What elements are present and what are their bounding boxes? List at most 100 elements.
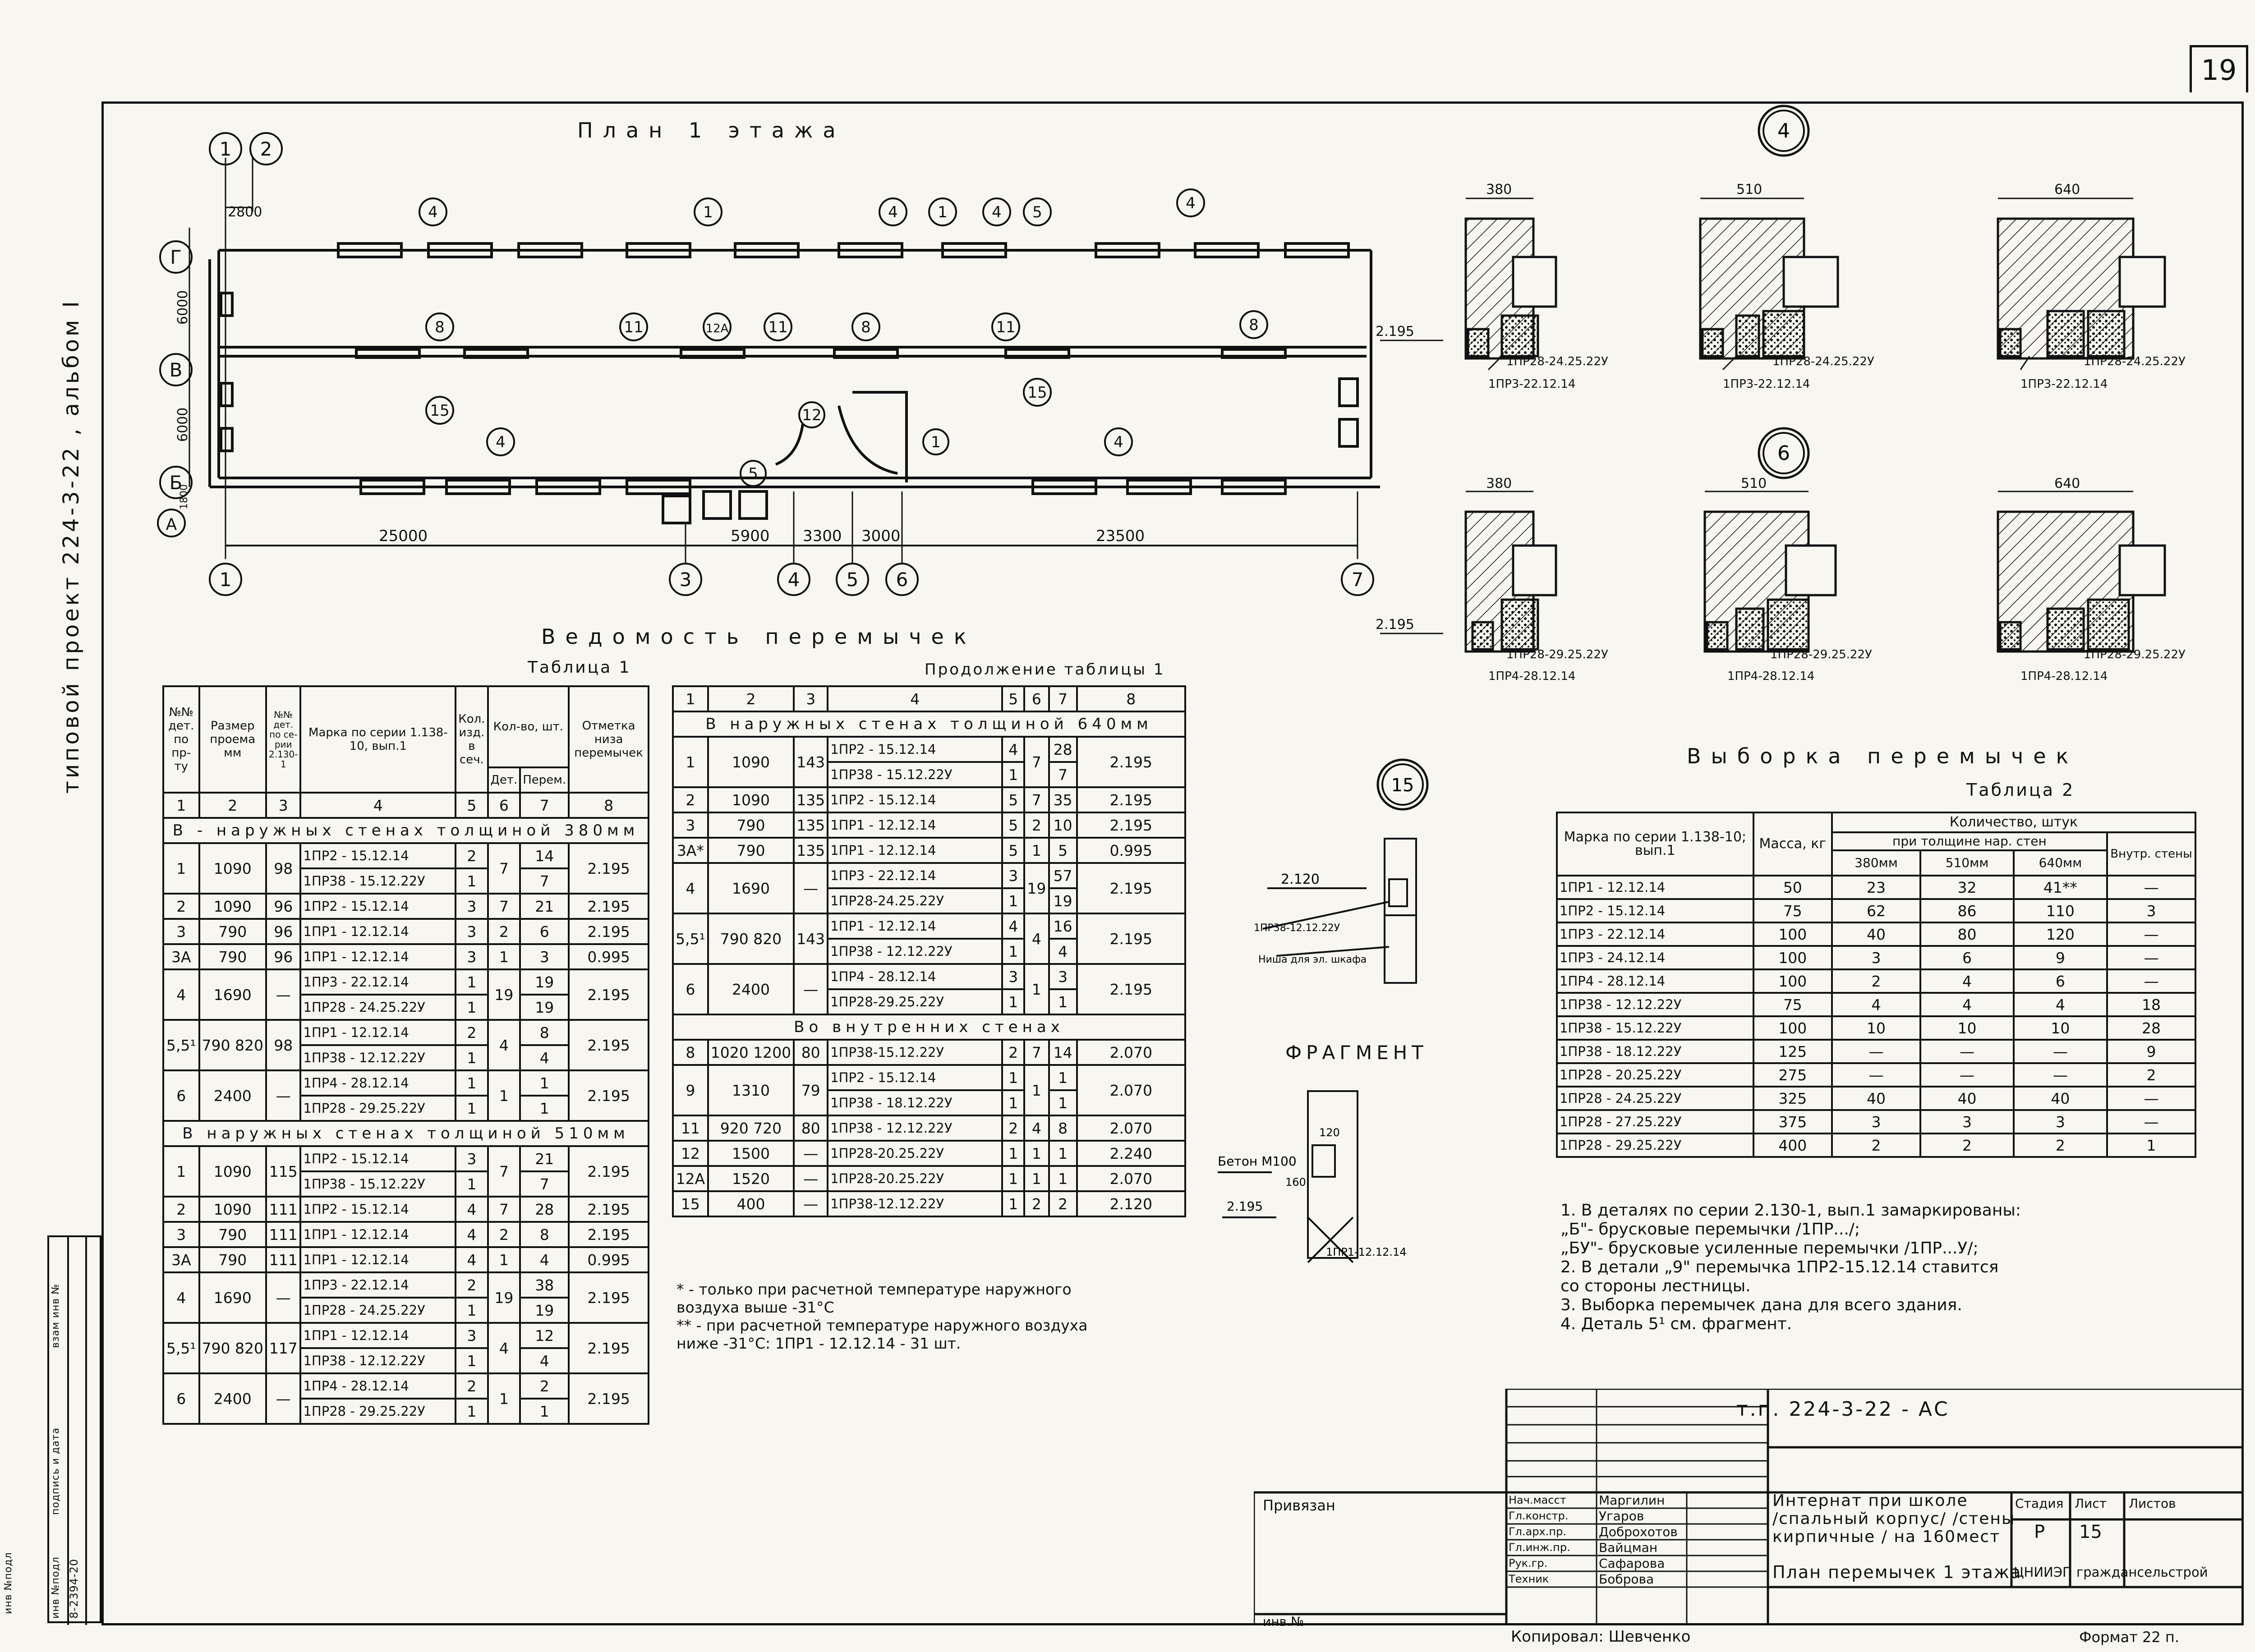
- cell-level: 2.195: [568, 1145, 649, 1198]
- marker-8c: 8: [1249, 316, 1259, 334]
- cell-value: —: [2106, 945, 2197, 970]
- cell-per-qty: 1: [519, 1095, 570, 1122]
- cell-ser: 111: [265, 1246, 302, 1273]
- cell-per-qty: 21: [519, 1145, 570, 1172]
- cell-det-qty: 1: [1023, 1140, 1050, 1167]
- cell-per-qty: 8: [519, 1221, 570, 1248]
- cell-det-qty: 7: [487, 1145, 521, 1198]
- cell-level: 2.195: [568, 1322, 649, 1374]
- cell-value: 40: [1831, 922, 1922, 947]
- cell-kol: 2: [455, 842, 489, 869]
- cell-per-qty: 1: [519, 1069, 570, 1097]
- dim-25000: 25000: [379, 527, 428, 545]
- cell-ser: —: [793, 1190, 829, 1217]
- cell-per-qty: 19: [519, 968, 570, 996]
- cell-mark: 1ПР1 - 12.12.14: [827, 837, 1003, 864]
- cell-det-qty: 1: [487, 1372, 521, 1425]
- cell-value: 10: [2012, 1015, 2108, 1041]
- cell-value: 28: [2106, 1015, 2197, 1041]
- svg-text:15: 15: [1391, 775, 1414, 796]
- cell-ser: 111: [265, 1221, 302, 1248]
- cell-kol: 3: [455, 918, 489, 945]
- cell-kol: 1: [455, 1044, 489, 1071]
- cell-ser: —: [265, 1271, 302, 1324]
- cell-value: 110: [2012, 898, 2108, 923]
- cell-mark: 1ПР38 - 15.12.22У: [1556, 1015, 1754, 1041]
- cell-per-qty: 7: [519, 867, 570, 895]
- cell-level: 2.195: [568, 1221, 649, 1248]
- cell-mark: 1ПР3 - 22.12.14: [827, 862, 1003, 889]
- dim-3000: 3000: [861, 527, 901, 545]
- cell-mark: 1ПР28 - 29.25.22У: [299, 1398, 457, 1425]
- cell-value: —: [1919, 1039, 2015, 1064]
- cell-det: 9: [672, 1064, 709, 1116]
- cell-mark: 1ПР38 - 15.12.22У: [299, 867, 457, 895]
- cell-value: 75: [1752, 898, 1833, 923]
- cell-mark: 1ПР38-12.12.22У: [827, 1190, 1003, 1217]
- cell-value: —: [2012, 1039, 2108, 1064]
- cell-per-qty: 7: [519, 1170, 570, 1198]
- cell-value: 275: [1752, 1062, 1833, 1088]
- cell-size: 1690: [198, 968, 267, 1021]
- role-label: Гл.арх.пр.: [1509, 1525, 1566, 1538]
- cell-kol: 2: [455, 1372, 489, 1400]
- d4-lower-510: 1ПР3-22.12.14: [1723, 377, 1810, 391]
- cell-mark: 1ПР2 - 15.12.14: [827, 736, 1003, 763]
- cell-size: 1090: [198, 1145, 267, 1198]
- role-label: Гл.констр.: [1509, 1510, 1569, 1522]
- colnum: 4: [299, 792, 457, 819]
- cell-mark: 1ПР2 - 15.12.14: [299, 1196, 457, 1223]
- cell-value: 2: [1831, 1133, 1922, 1158]
- cell-value: 18: [2106, 992, 2197, 1017]
- cell-level: 2.195: [568, 918, 649, 945]
- privyazan-label: Привязан: [1263, 1497, 1335, 1514]
- cell-kol: 5: [1001, 812, 1026, 839]
- cell-kol: 1: [455, 1069, 489, 1097]
- d4-upper-380: 1ПР28-24.25.22У: [1506, 355, 1608, 368]
- cell-det: 4: [162, 968, 200, 1021]
- t2-h-640: 640мм: [2012, 849, 2108, 876]
- cell-det-qty: 19: [487, 968, 521, 1021]
- t2-h-380: 380мм: [1831, 849, 1922, 876]
- vyborka-table: Марка по серии 1.138-10; вып.1 Масса, кг…: [1556, 812, 2197, 1158]
- cell-per-qty: 5: [1048, 837, 1078, 864]
- cell-size: 1690: [198, 1271, 267, 1324]
- project-code: т.п. 224-3-22 - АС: [1736, 1398, 1950, 1421]
- marker-4f: 4: [1114, 433, 1123, 451]
- fragment-concrete: Бетон М100: [1218, 1154, 1297, 1169]
- marker-4d: 4: [1186, 194, 1196, 212]
- cell-value: 86: [1919, 898, 2015, 923]
- d15-niche: Ниша для эл. шкафа: [1258, 954, 1367, 965]
- cell-level: 2.120: [1076, 1190, 1187, 1217]
- object-line-3: кирпичные / на 160мест: [1772, 1528, 2001, 1546]
- section-title: В наружных стенах толщиной 510мм: [162, 1120, 649, 1147]
- fragment-dim-side: 160: [1285, 1176, 1306, 1189]
- cell-det: 11: [672, 1115, 709, 1142]
- cell-det-qty: 4: [1023, 913, 1050, 965]
- cell-size: 1090: [198, 1196, 267, 1223]
- cell-ser: 115: [265, 1145, 302, 1198]
- t1-h-kol: Кол. изд. в сеч.: [455, 685, 489, 794]
- side-project-text: типовой проект 224-3-22 , альбом I: [59, 298, 84, 794]
- cell-mark: 1ПР3 - 22.12.14: [1556, 922, 1754, 947]
- cell-kol: 3: [455, 1322, 489, 1349]
- t2-h-mass: Масса, кг: [1752, 812, 1833, 876]
- role-label: Техник: [1509, 1573, 1549, 1585]
- cell-mark: 1ПР38 - 12.12.22У: [1556, 992, 1754, 1017]
- cell-kol: 1: [1001, 1089, 1026, 1116]
- cell-value: —: [1831, 1039, 1922, 1064]
- cell-mark: 1ПР3 - 22.12.14: [299, 1271, 457, 1299]
- cell-kol: 3: [455, 943, 489, 970]
- d4-width-640: 640: [2054, 182, 2080, 197]
- cell-level: 2.195: [1076, 963, 1187, 1015]
- t2-h-510: 510мм: [1919, 849, 2015, 876]
- colnum: 5: [455, 792, 489, 819]
- d6-upper-640: 1ПР28-29.25.22У: [2084, 648, 2186, 661]
